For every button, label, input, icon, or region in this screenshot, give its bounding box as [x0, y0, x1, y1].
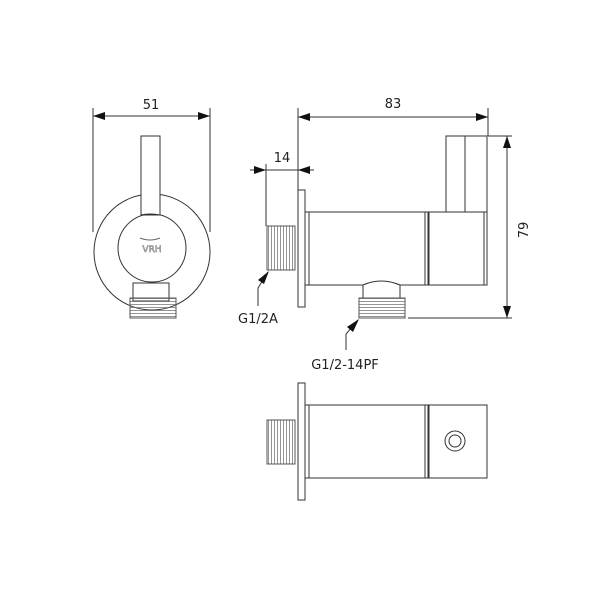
front-thread [129, 297, 177, 319]
dimension-height: 79 [517, 222, 532, 239]
label-outlet-thread: G1/2-14PF [311, 358, 379, 373]
inlet-thread [266, 225, 296, 271]
wall-flange-top [297, 382, 306, 501]
handle-pivot-circle [444, 430, 466, 452]
side-view: 83 14 79 G1/2A G1/2-14PF [238, 97, 532, 373]
front-view: 51 VRH [92, 98, 211, 319]
vrh-logo: VRH [139, 237, 162, 255]
dimension-thread-length: 14 [274, 151, 291, 166]
dimension-length: 83 [385, 97, 402, 112]
label-inlet-thread: G1/2A [238, 312, 278, 327]
top-view [266, 382, 488, 501]
wall-flange [297, 189, 306, 308]
valve-body [304, 211, 429, 286]
dimension-width: 51 [143, 98, 160, 113]
handle-lever [140, 135, 161, 216]
outlet-thread [358, 297, 406, 319]
svg-text:VRH: VRH [142, 245, 161, 255]
handle-lever-side [445, 135, 488, 213]
